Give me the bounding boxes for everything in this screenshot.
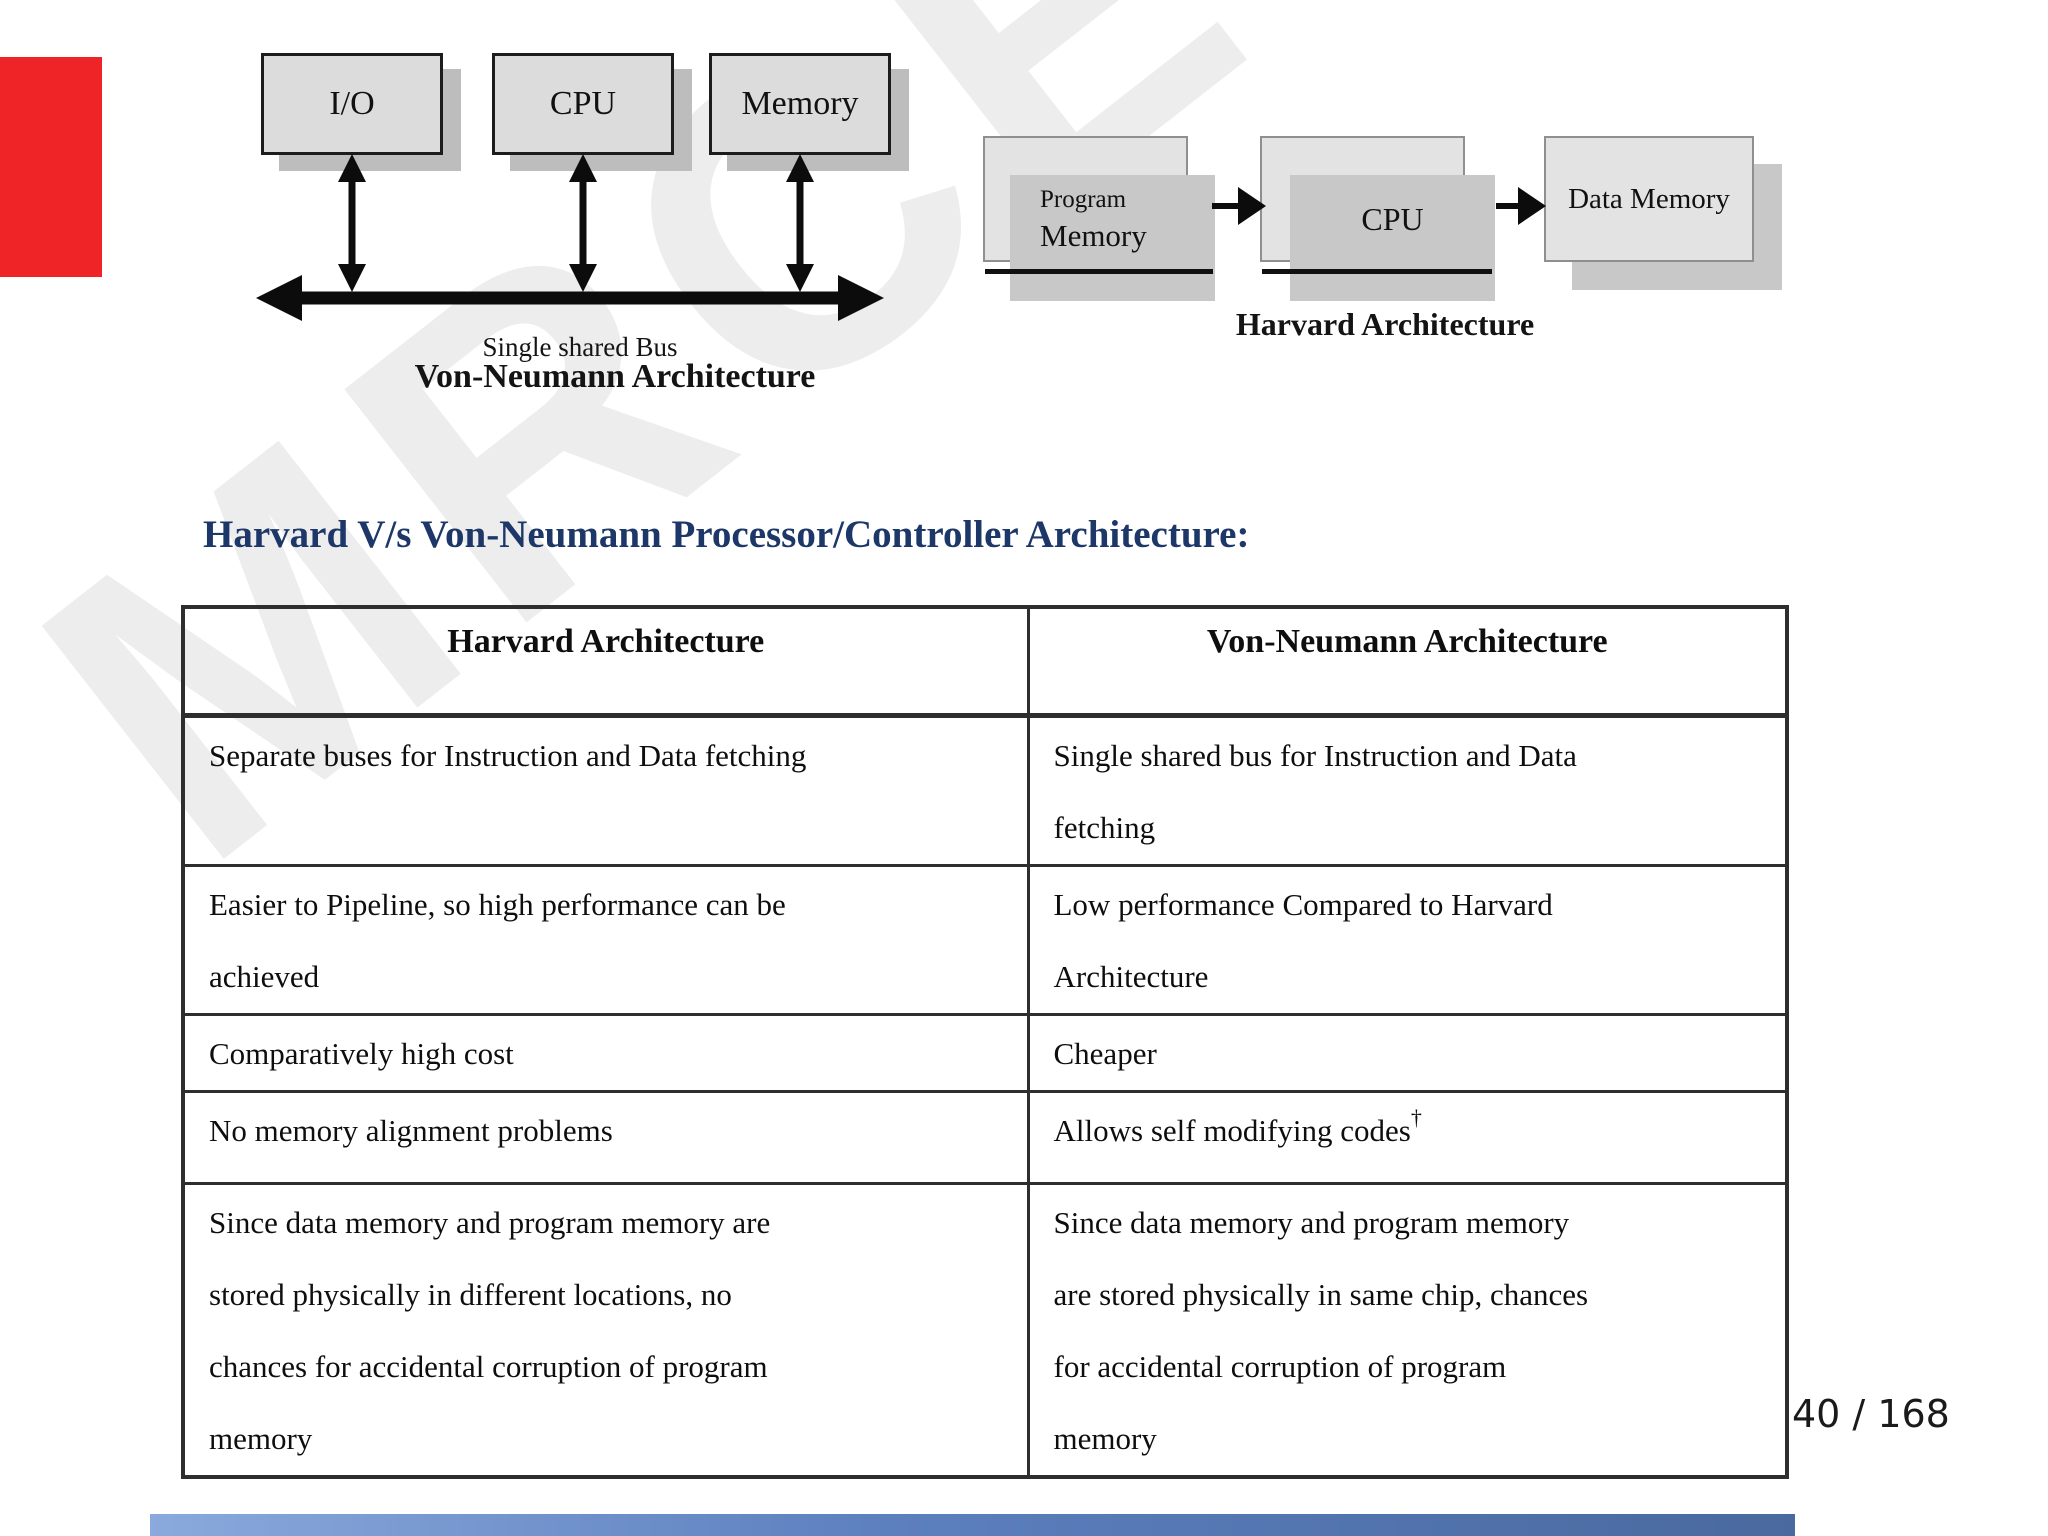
single-shared-bus-label: Single shared Bus [482, 332, 678, 362]
table-header-row: Harvard Architecture Von-Neumann Archite… [181, 605, 1789, 718]
io-box-label: I/O [329, 85, 375, 122]
data-memory-box: Data Memory [1544, 136, 1754, 262]
program-to-cpu-arrow-head [1238, 187, 1266, 225]
table-cell: Low performance Compared to Harvard Arch… [1026, 863, 1789, 1016]
program-memory-box: Program Memory [1010, 175, 1215, 301]
table-cell: Since data memory and program memory are… [1026, 1181, 1789, 1478]
dagger-superscript: † [1410, 1105, 1422, 1131]
table-cell: No memory alignment problems [181, 1089, 1030, 1185]
von-neumann-memory-box: Memory [709, 53, 891, 155]
table-row: Easier to Pipeline, so high performance … [181, 863, 1789, 1016]
table-cell: Single shared bus for Instruction and Da… [1026, 713, 1789, 867]
red-accent-block [0, 57, 102, 277]
cpu-box-label: CPU [549, 85, 617, 122]
table-header-von-neumann: Von-Neumann Architecture [1026, 605, 1789, 718]
comparison-table: Harvard Architecture Von-Neumann Archite… [181, 605, 1789, 1479]
harvard-cpu-label: CPU [1361, 201, 1424, 237]
cpu-to-data-arrow-shaft [1496, 203, 1522, 209]
table-cell: Since data memory and program memory are… [181, 1181, 1030, 1478]
table-cell: Cheaper [1026, 1012, 1789, 1093]
von-neumann-title: Von-Neumann Architecture [414, 358, 816, 395]
page-counter: 40 / 168 [1792, 1392, 1950, 1436]
von-neumann-io-box: I/O [261, 53, 443, 155]
von-neumann-cpu-box: CPU [492, 53, 674, 155]
cpu-to-data-arrow-head [1518, 187, 1546, 225]
table-row: Since data memory and program memory are… [181, 1181, 1789, 1478]
program-to-cpu-arrow-shaft [1212, 203, 1242, 209]
memory-box-label: Memory [741, 85, 859, 122]
program-memory-label-line1: Program [1040, 186, 1127, 213]
table-cell: Easier to Pipeline, so high performance … [181, 863, 1030, 1016]
data-memory-label: Data Memory [1568, 182, 1730, 215]
cpu-underline [1262, 269, 1492, 274]
table-header-harvard: Harvard Architecture [181, 605, 1030, 718]
program-memory-underline [985, 269, 1213, 274]
table-row: Separate buses for Instruction and Data … [181, 713, 1789, 867]
harvard-title: Harvard Architecture [1235, 306, 1535, 342]
harvard-cpu-box: CPU [1290, 175, 1495, 301]
table-cell: Allows self modifying codes† [1026, 1089, 1789, 1185]
footer-progress-bar [150, 1514, 1795, 1536]
table-cell: Comparatively high cost [181, 1012, 1030, 1093]
section-heading: Harvard V/s Von-Neumann Processor/Contro… [203, 513, 1250, 556]
bus-arrows-graphic [256, 154, 884, 321]
table-cell: Separate buses for Instruction and Data … [181, 713, 1030, 867]
program-memory-label-line2: Memory [1040, 218, 1147, 253]
